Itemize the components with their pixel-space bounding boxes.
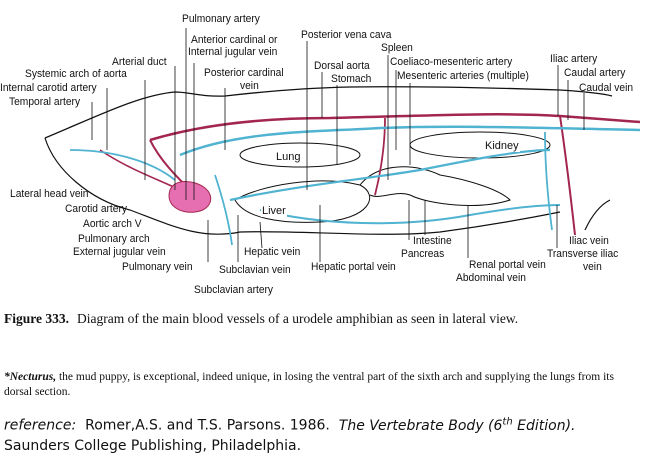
label-systemic-arch: Systemic arch of aorta [25, 68, 127, 80]
kidney-shape [409, 131, 551, 159]
label-internal-jugular: Internal jugular vein [188, 46, 278, 58]
label-arterial-duct: Arterial duct [112, 56, 167, 68]
label-caudal-vein: Caudal vein [579, 82, 634, 94]
label-lung: Lung [275, 151, 302, 163]
label-posterior-cardinal-vein: vein [240, 80, 259, 92]
reference: reference: Romer,A.S. and T.S. Parsons. … [4, 412, 644, 456]
lung-shape [239, 142, 361, 168]
label-stomach: Stomach [331, 73, 372, 85]
reference-title-main: The Vertebrate Body (6 [338, 417, 503, 434]
body-ventral-outline [44, 137, 561, 235]
label-posterior-vena-cava: Posterior vena cava [301, 29, 392, 41]
footnote: *Necturus, the mud puppy, is exceptional… [4, 370, 624, 400]
reference-title: The Vertebrate Body (6th Edition). [338, 416, 576, 434]
label-temporal-artery: Temporal artery [9, 96, 81, 108]
reference-title-edition: Edition). [512, 417, 576, 434]
label-liver: Liver [261, 205, 287, 217]
figure-caption: Figure 333. Diagram of the main blood ves… [4, 310, 604, 327]
reference-publisher: Saunders College Publishing, Philadelphi… [4, 437, 302, 454]
posterior-vena-cava [229, 148, 551, 202]
carotid [99, 149, 181, 191]
label-internal-carotid: Internal carotid artery [0, 82, 97, 94]
label-pulmonary-vein: Pulmonary vein [122, 261, 193, 273]
label-hepatic-vein: Hepatic vein [244, 246, 301, 258]
label-abdominal-vein: Abdominal vein [456, 272, 526, 284]
caption-text: Diagram of the main blood vessels of a u… [77, 311, 519, 326]
label-kidney: Kidney [484, 140, 520, 152]
posterior-cardinal [179, 125, 641, 157]
reference-authors: Romer,A.S. and T.S. Parsons. 1986. [85, 417, 330, 434]
coeliaco-mesenteric [374, 117, 386, 196]
renal-portal [544, 131, 553, 231]
label-dorsal-aorta: Dorsal aorta [314, 60, 370, 72]
label-transverse-iliac: Transverse iliac [547, 248, 619, 260]
label-anterior-cardinal: Anterior cardinal or [191, 34, 278, 46]
label-iliac-artery: Iliac artery [550, 53, 598, 65]
reference-title-sup: th [502, 416, 513, 427]
label-posterior-cardinal: Posterior cardinal [204, 67, 284, 79]
label-pancreas: Pancreas [401, 248, 445, 260]
circulatory-diagram [44, 28, 641, 262]
dorsal-aorta [149, 113, 641, 142]
label-intestine: Intestine [413, 235, 452, 247]
label-caudal-artery: Caudal artery [564, 67, 626, 79]
intestine-shape [359, 166, 511, 206]
label-hepatic-portal-vein: Hepatic portal vein [311, 261, 396, 273]
subclavian-vein [214, 174, 233, 246]
label-subclavian-artery: Subclavian artery [194, 284, 274, 296]
label-pulmonary-artery: Pulmonary artery [182, 13, 260, 25]
figure-number: Figure 333. [4, 311, 69, 326]
label-iliac-vein: Iliac vein [569, 235, 609, 247]
label-aortic-arch-v: Aortic arch V [83, 218, 142, 230]
body-outline [44, 86, 613, 139]
footnote-genus: *Necturus, [4, 371, 57, 383]
label-carotid-artery: Carotid artery [65, 203, 127, 215]
label-mesenteric-arteries: Mesenteric arteries (multiple) [397, 70, 529, 82]
label-renal-portal-vein: Renal portal vein [469, 259, 546, 271]
label-subclavian-vein: Subclavian vein [219, 264, 291, 276]
label-transverse-iliac-vein: vein [583, 261, 602, 273]
iliac-artery [559, 115, 576, 236]
abdominal-vein [259, 204, 561, 225]
reference-prefix: reference: [4, 417, 77, 434]
tail-outline [584, 199, 611, 231]
lateral-head-vein [69, 149, 176, 181]
footnote-text: the mud puppy, is exceptional, indeed un… [4, 371, 614, 398]
label-spleen: Spleen [381, 42, 413, 54]
liver-shape [234, 180, 371, 223]
label-lateral-head-vein: Lateral head vein [10, 188, 89, 200]
leader-lines [91, 28, 585, 262]
label-coeliaco-mesenteric: Coeliaco-mesenteric artery [390, 56, 513, 68]
label-pulmonary-arch: Pulmonary arch [78, 233, 150, 245]
label-external-jugular: External jugular vein [73, 246, 166, 258]
